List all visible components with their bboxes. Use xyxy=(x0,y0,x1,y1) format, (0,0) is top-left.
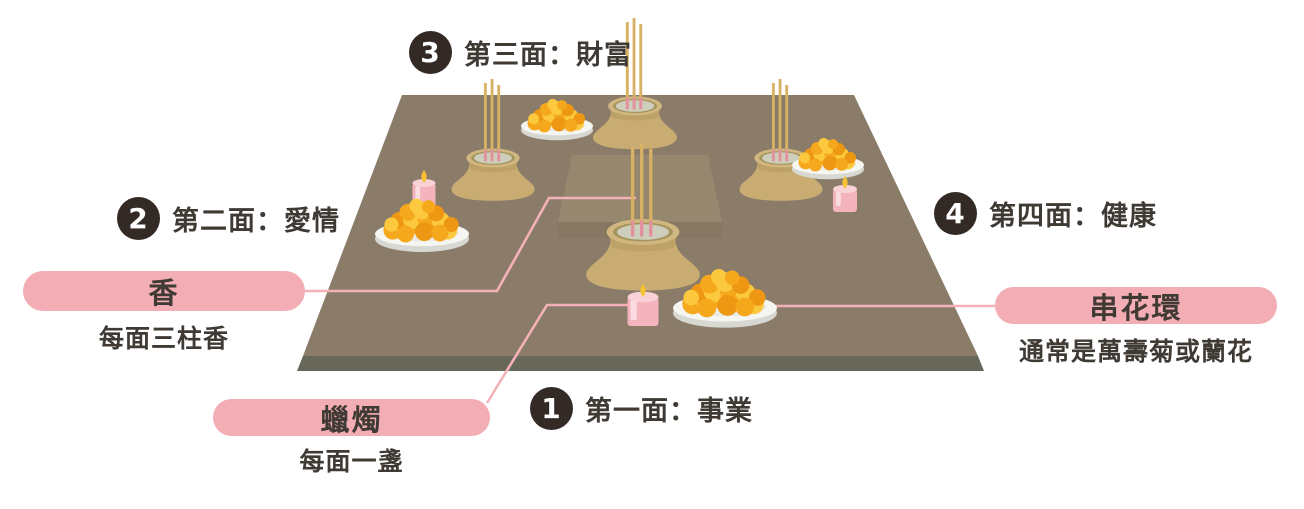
face-3-text: 第三面：財富 xyxy=(464,40,632,71)
flower-garland-plate xyxy=(792,138,864,180)
table-side-edge xyxy=(297,356,984,371)
garland-note: 通常是萬壽菊或蘭花 xyxy=(1018,337,1253,366)
table-objects xyxy=(375,18,864,328)
candle-pill: 蠟燭 xyxy=(213,399,490,437)
flower-garland-plate xyxy=(673,269,777,328)
incense-leader-line xyxy=(305,196,636,293)
candle-note: 每面一盞 xyxy=(299,447,404,476)
face-4-badge: 4 xyxy=(934,192,977,235)
face-4-label: 4 第四面：健康 xyxy=(934,192,1157,235)
face-2-badge: 2 xyxy=(117,197,160,240)
incense-pot xyxy=(451,79,535,201)
face-4-text: 第四面：健康 xyxy=(989,201,1157,232)
incense-pot xyxy=(593,18,677,150)
garland-pill-label: 串花環 xyxy=(1089,290,1183,325)
incense-pot xyxy=(586,143,700,291)
incense-note: 每面三柱香 xyxy=(98,324,229,353)
face-3-label: 3 第三面：財富 xyxy=(409,31,632,74)
incense-pill-label: 香 xyxy=(148,276,180,310)
candle xyxy=(833,176,857,212)
face-1-label: 1 第一面：事業 xyxy=(530,387,753,430)
face-2-label: 2 第二面：愛情 xyxy=(117,197,340,240)
flower-garland-plate xyxy=(375,198,469,252)
face-1-text: 第一面：事業 xyxy=(585,396,753,427)
face-1-badge: 1 xyxy=(530,387,573,430)
face-2-text: 第二面：愛情 xyxy=(172,206,340,237)
candle-pill-label: 蠟燭 xyxy=(320,402,383,437)
face-3-badge: 3 xyxy=(409,31,452,74)
candle-leader-line xyxy=(485,303,628,404)
center-platform-top xyxy=(558,155,722,222)
candle xyxy=(627,284,659,326)
garland-pill: 串花環 xyxy=(995,287,1277,325)
flower-garland-plate xyxy=(521,99,593,141)
incense-pill: 香 xyxy=(23,271,305,311)
